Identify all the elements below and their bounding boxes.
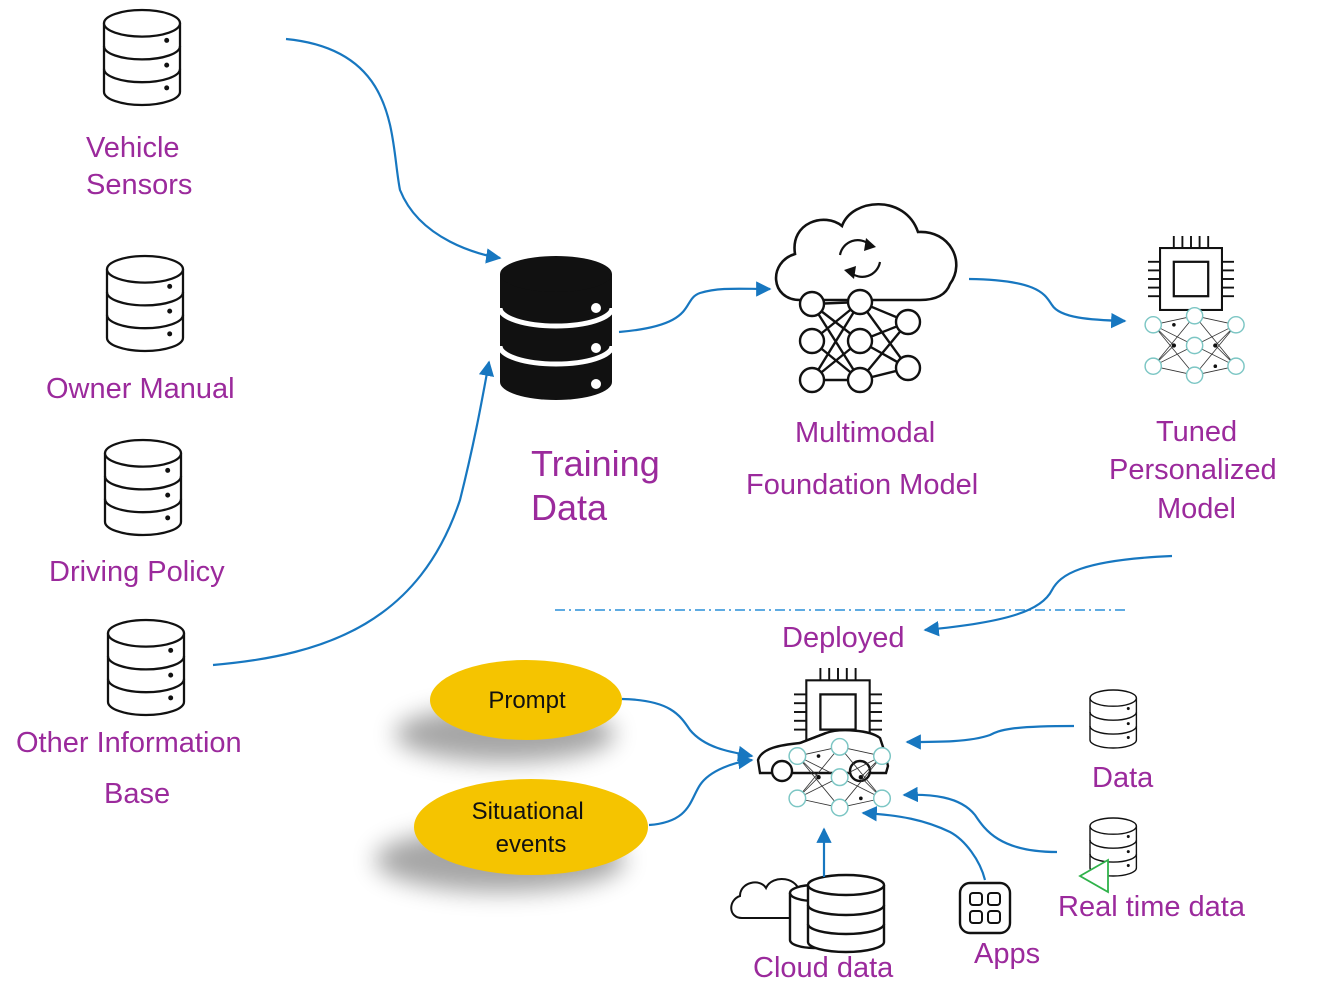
sensors-to-training-arrow xyxy=(285,37,502,264)
prompt-ellipse xyxy=(430,660,622,740)
tuned-model-label-line2: Personalized xyxy=(1109,454,1277,486)
data-database-icon xyxy=(1089,689,1138,749)
svg-text:Situational events: Situational events xyxy=(472,798,591,858)
situational-label-line1: Situational xyxy=(472,798,584,825)
apps-to-vehicle-arrow xyxy=(861,806,987,881)
owner-manual-label: Owner Manual xyxy=(46,373,235,405)
svg-text:Tuned Personalized Mod: Tuned Personalized Model xyxy=(1109,416,1285,525)
deployed-label: Deployed xyxy=(782,622,905,654)
play-indicator-icon xyxy=(1078,858,1109,894)
prompt-to-vehicle-arrow xyxy=(621,697,754,762)
svg-text:Other Information Base: Other Information Base xyxy=(16,727,250,810)
vehicle-car-icon xyxy=(756,729,890,783)
vehicle-sensors-label-line1: Vehicle xyxy=(86,132,180,164)
svg-text:Multimodal Foundation Mode: Multimodal Foundation Model xyxy=(746,417,978,501)
owner-manual-database-icon xyxy=(105,254,185,353)
vehicle-sensors-database-icon xyxy=(102,8,182,107)
foundation-model-label-line2: Foundation Model xyxy=(746,469,978,501)
apps-label: Apps xyxy=(974,938,1040,970)
svg-text:Vehicle Sensors: Vehicle Sensors xyxy=(86,132,192,201)
vehicle-sensors-label-line2: Sensors xyxy=(86,169,192,201)
driving-policy-label: Driving Policy xyxy=(49,556,225,588)
tuned-model-label-line1: Tuned xyxy=(1156,416,1237,448)
training-data-label-line1: Training xyxy=(531,443,660,484)
realtime-to-vehicle-arrow xyxy=(902,786,1058,854)
cloud-foundation-model-icon xyxy=(774,202,958,302)
training-data-label-line2: Data xyxy=(531,487,608,528)
svg-text:Training Data: Training Data xyxy=(531,443,670,528)
other-info-label-line2: Base xyxy=(104,778,170,810)
tuned-model-label-line3: Model xyxy=(1157,493,1236,525)
tuned-model-neural-network-icon xyxy=(1144,306,1245,385)
situational-ellipse xyxy=(414,779,648,875)
driving-policy-database-icon xyxy=(103,438,183,537)
training-to-foundation-arrow xyxy=(618,281,772,334)
foundation-to-tuned-arrow xyxy=(968,277,1127,329)
info-to-training-arrow xyxy=(212,360,495,667)
tuned-model-chip-icon xyxy=(1146,234,1236,312)
cloud-data-label: Cloud data xyxy=(753,952,894,982)
foundation-neural-network-icon xyxy=(798,288,922,394)
situational-to-vehicle-arrow xyxy=(648,753,754,827)
prompt-label: Prompt xyxy=(488,687,566,714)
other-info-label-line1: Other Information xyxy=(16,727,242,759)
situational-label-line2: events xyxy=(496,831,567,858)
training-data-database-icon xyxy=(497,256,615,400)
real-time-data-label: Real time data xyxy=(1058,891,1246,923)
foundation-model-label-line1: Multimodal xyxy=(795,417,935,449)
other-info-database-icon xyxy=(106,618,186,717)
tuned-to-deployed-arrow xyxy=(923,554,1173,637)
data-label: Data xyxy=(1092,762,1154,794)
apps-grid-icon xyxy=(958,881,1012,935)
cloud-data-database-icon xyxy=(788,873,886,954)
data-to-vehicle-arrow xyxy=(905,724,1075,750)
